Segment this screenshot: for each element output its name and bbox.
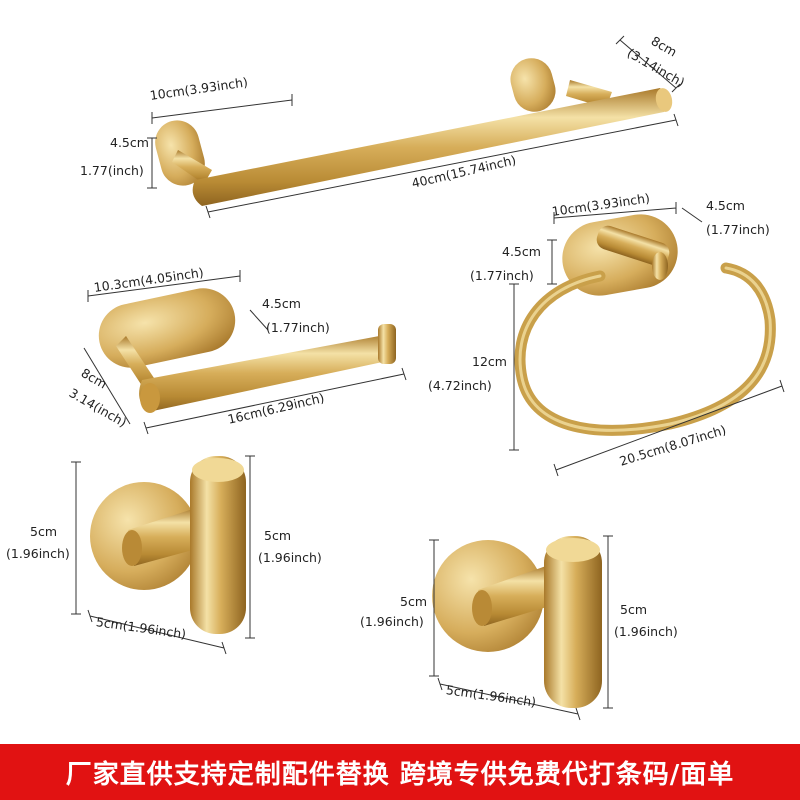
hook-right-stem-base bbox=[472, 590, 492, 626]
towel-bar bbox=[155, 58, 673, 206]
paper-holder-dimensions bbox=[83, 270, 407, 435]
hook-left-stem-base bbox=[122, 530, 142, 566]
paper-holder-plate-height-in-label: (1.77inch) bbox=[266, 320, 330, 335]
hook-left-dimensions bbox=[71, 455, 255, 655]
towel-ring-holder bbox=[596, 225, 670, 267]
towel-ring-height-in-label: (4.72inch) bbox=[428, 378, 492, 393]
hook-right bbox=[432, 536, 602, 708]
towel-bar-right-plate bbox=[510, 58, 556, 112]
hook-right-height-cm-label: 5cm bbox=[400, 594, 428, 609]
paper-holder-arm bbox=[139, 334, 395, 412]
towel-ring-end bbox=[652, 252, 668, 280]
towel-bar-end-cap bbox=[655, 88, 673, 112]
hook-right-height-in-label: (1.96inch) bbox=[360, 614, 424, 629]
hook-left-height-cm-label: 5cm bbox=[30, 524, 58, 539]
promo-banner-text: 厂家直供支持定制配件替换 跨境专供免费代打条码/面单 bbox=[65, 759, 735, 790]
hook-left bbox=[90, 456, 246, 634]
towel-ring-height-cm-label: 12cm bbox=[472, 354, 507, 369]
towel-bar-left-post bbox=[172, 150, 212, 184]
hook-left-hook-len-in-label: (1.96inch) bbox=[258, 550, 322, 565]
towel-bar-plate-height-cm-label: 4.5cm bbox=[110, 135, 149, 150]
towel-ring-dimensions bbox=[509, 202, 785, 477]
towel-bar-dimensions bbox=[147, 35, 681, 219]
towel-ring-plate-depth-in-label: (1.77inch) bbox=[706, 222, 770, 237]
paper-holder-end-stop bbox=[378, 324, 396, 364]
paper-holder-plate bbox=[98, 288, 236, 368]
towel-bar-plate-height-in-label: 1.77(inch) bbox=[80, 163, 144, 178]
paper-holder-bar-end bbox=[140, 383, 160, 413]
paper-holder-post bbox=[116, 336, 158, 392]
towel-ring-plate-height-cm-label: 4.5cm bbox=[502, 244, 541, 259]
towel-ring bbox=[514, 214, 776, 436]
hook-right-stem bbox=[478, 566, 550, 626]
towel-ring-plate-height-in-label: (1.77inch) bbox=[470, 268, 534, 283]
hook-right-hook-len-in-label: (1.96inch) bbox=[614, 624, 678, 639]
paper-holder-plate-height-cm-label: 4.5cm bbox=[262, 296, 301, 311]
hook-left-height-in-label: (1.96inch) bbox=[6, 546, 70, 561]
hook-right-dimensions bbox=[429, 535, 613, 721]
hook-right-barrel bbox=[544, 536, 602, 708]
hook-left-barrel bbox=[190, 456, 246, 634]
paper-holder bbox=[98, 288, 396, 413]
promo-banner: 厂家直供支持定制配件替换 跨境专供免费代打条码/面单 bbox=[0, 744, 800, 800]
towel-bar-rod bbox=[192, 88, 668, 206]
hook-left-hook-len-cm-label: 5cm bbox=[264, 528, 292, 543]
product-photo bbox=[71, 35, 785, 721]
hook-right-hook-len-cm-label: 5cm bbox=[620, 602, 648, 617]
hook-left-stem bbox=[128, 508, 200, 566]
towel-ring-plate-depth-cm-label: 4.5cm bbox=[706, 198, 745, 213]
